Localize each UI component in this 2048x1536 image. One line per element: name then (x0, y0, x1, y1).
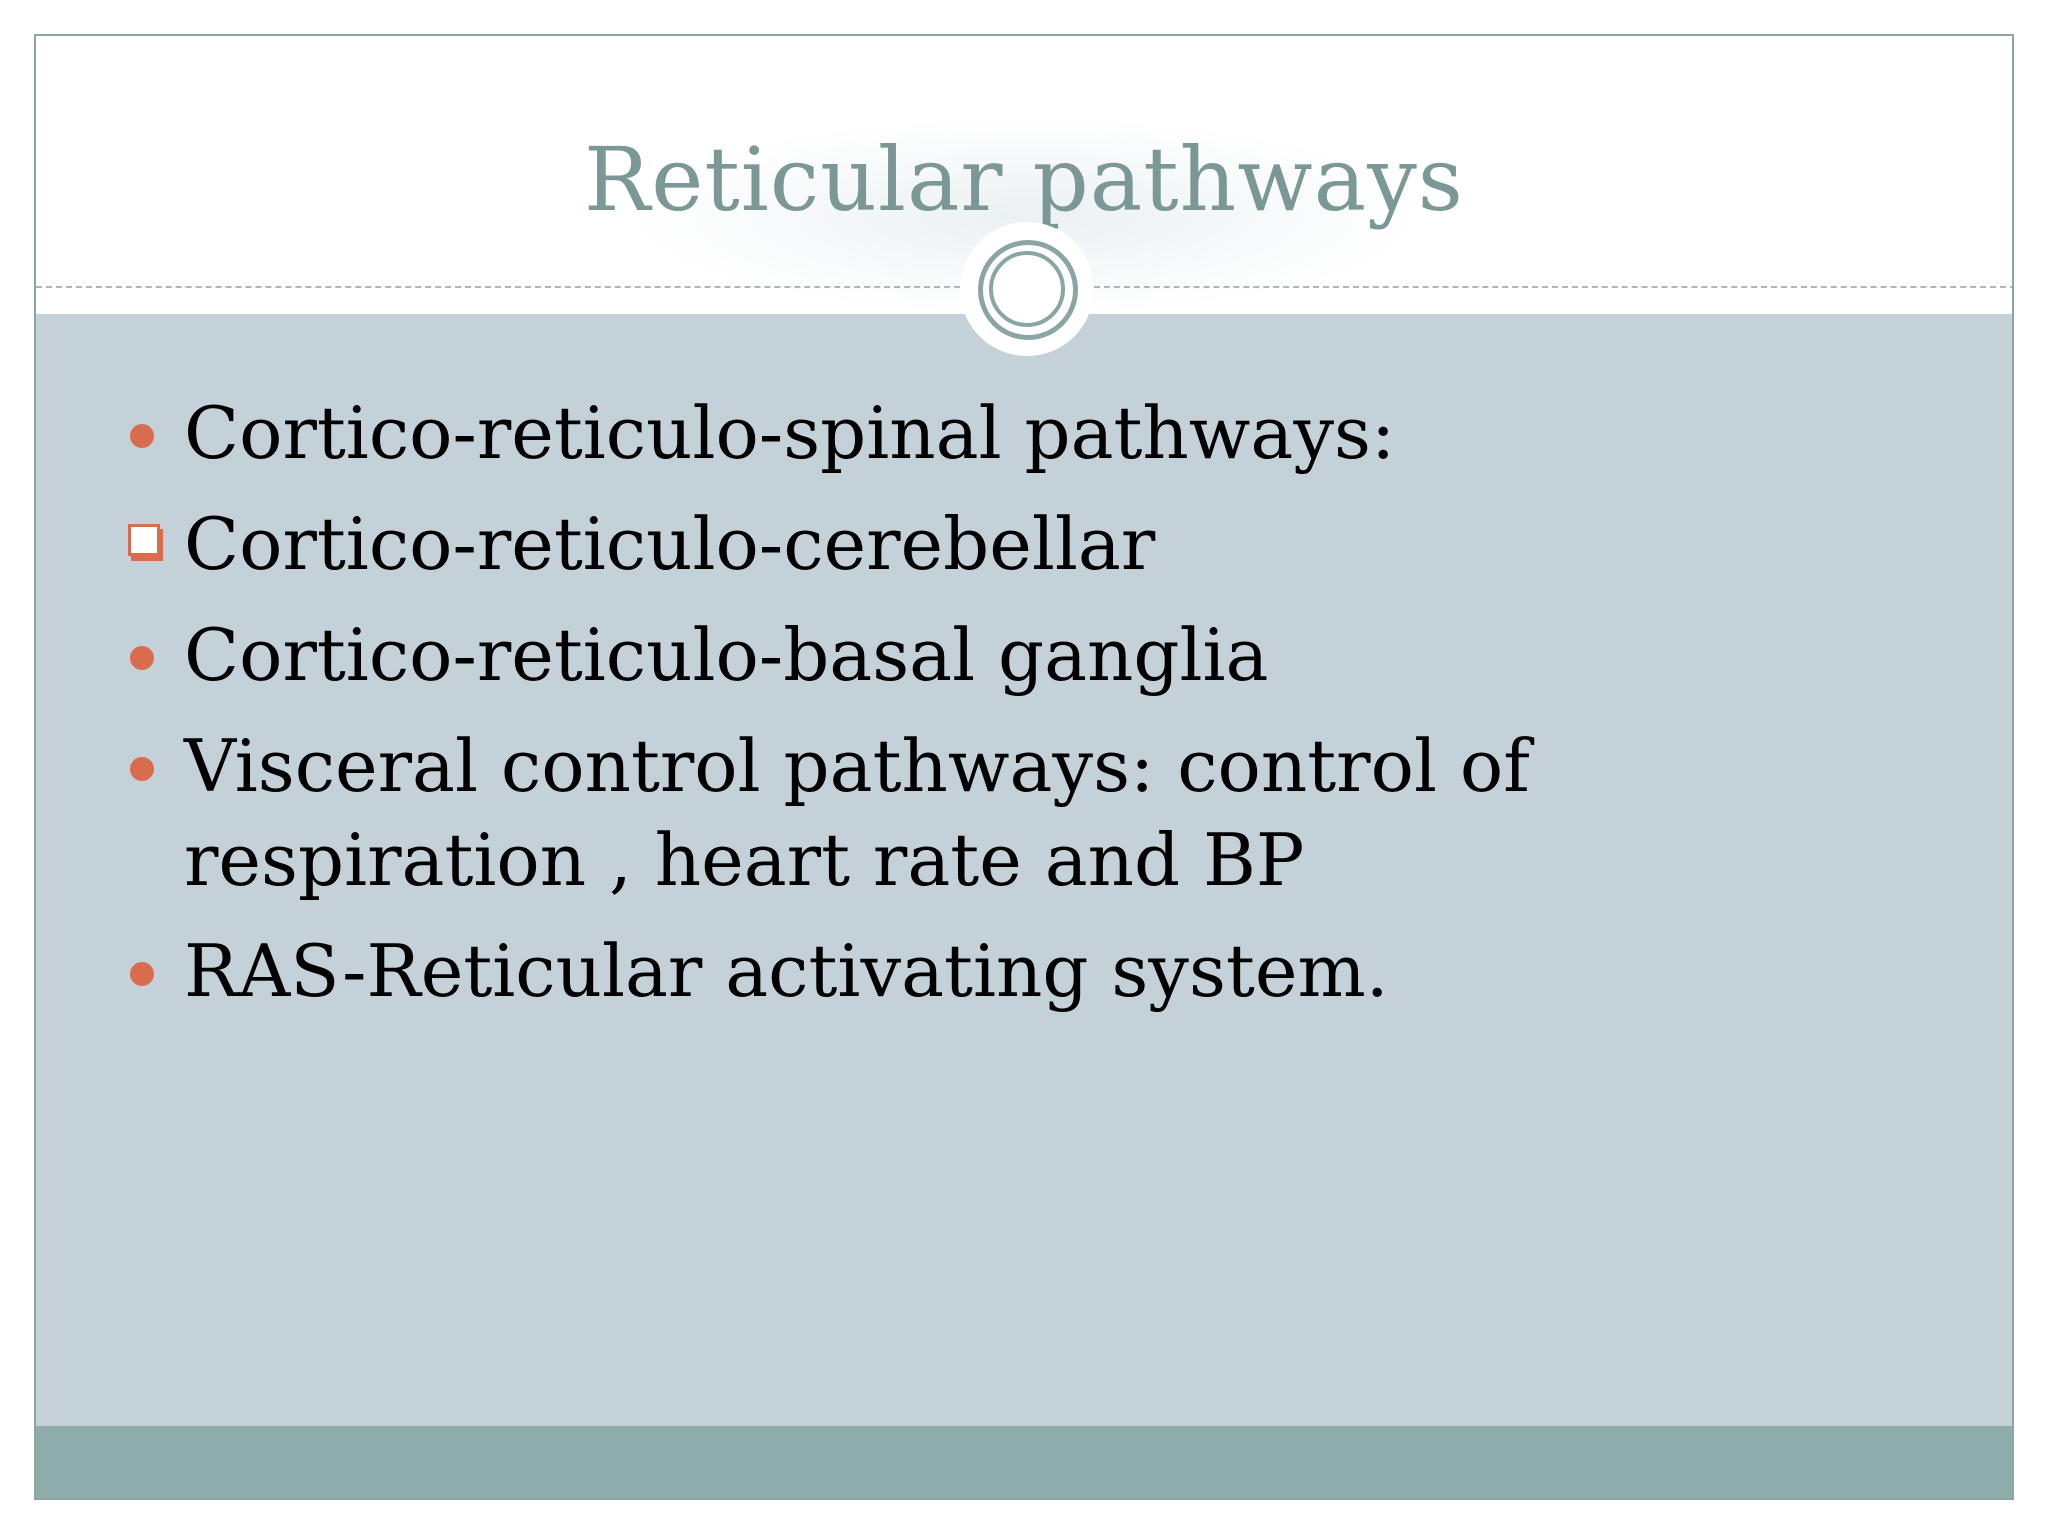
inner-ring (989, 251, 1065, 327)
slide-title: Reticular pathways (584, 128, 1464, 231)
bullet-text: Cortico-reticulo-spinal pathways: (184, 391, 1396, 475)
filled-circle-bullet-icon (130, 962, 154, 986)
bullet-item: Cortico-reticulo-spinal pathways: (92, 386, 1942, 480)
filled-circle-bullet-icon (130, 424, 154, 448)
slide-content-area (36, 314, 2012, 1432)
outer-ring (978, 240, 1078, 340)
bullet-item: Cortico-reticulo-cerebellar (92, 497, 1942, 591)
bullet-text: Cortico-reticulo-basal ganglia (184, 613, 1269, 697)
slide: Reticular pathways Cortico-reticulo-spin… (34, 34, 2014, 1500)
bullet-item: Visceral control pathways: control of re… (92, 719, 1942, 907)
bullet-text: Cortico-reticulo-cerebellar (184, 502, 1156, 586)
header-divider-left (36, 286, 960, 288)
filled-circle-bullet-icon (130, 646, 154, 670)
shadowed-square-bullet-icon (128, 524, 164, 562)
double-ring-circle-icon (960, 222, 1094, 356)
bullet-item: RAS-Reticular activating system. (92, 924, 1942, 1018)
bullet-item: Cortico-reticulo-basal ganglia (92, 608, 1942, 702)
bullet-text: RAS-Reticular activating system. (184, 929, 1389, 1013)
header-divider-right (1094, 286, 2012, 288)
bullet-text: Visceral control pathways: control of re… (184, 724, 1530, 902)
filled-circle-bullet-icon (130, 757, 154, 781)
footer-band (36, 1426, 2012, 1498)
bullet-list: Cortico-reticulo-spinal pathways: Cortic… (92, 386, 1942, 1035)
